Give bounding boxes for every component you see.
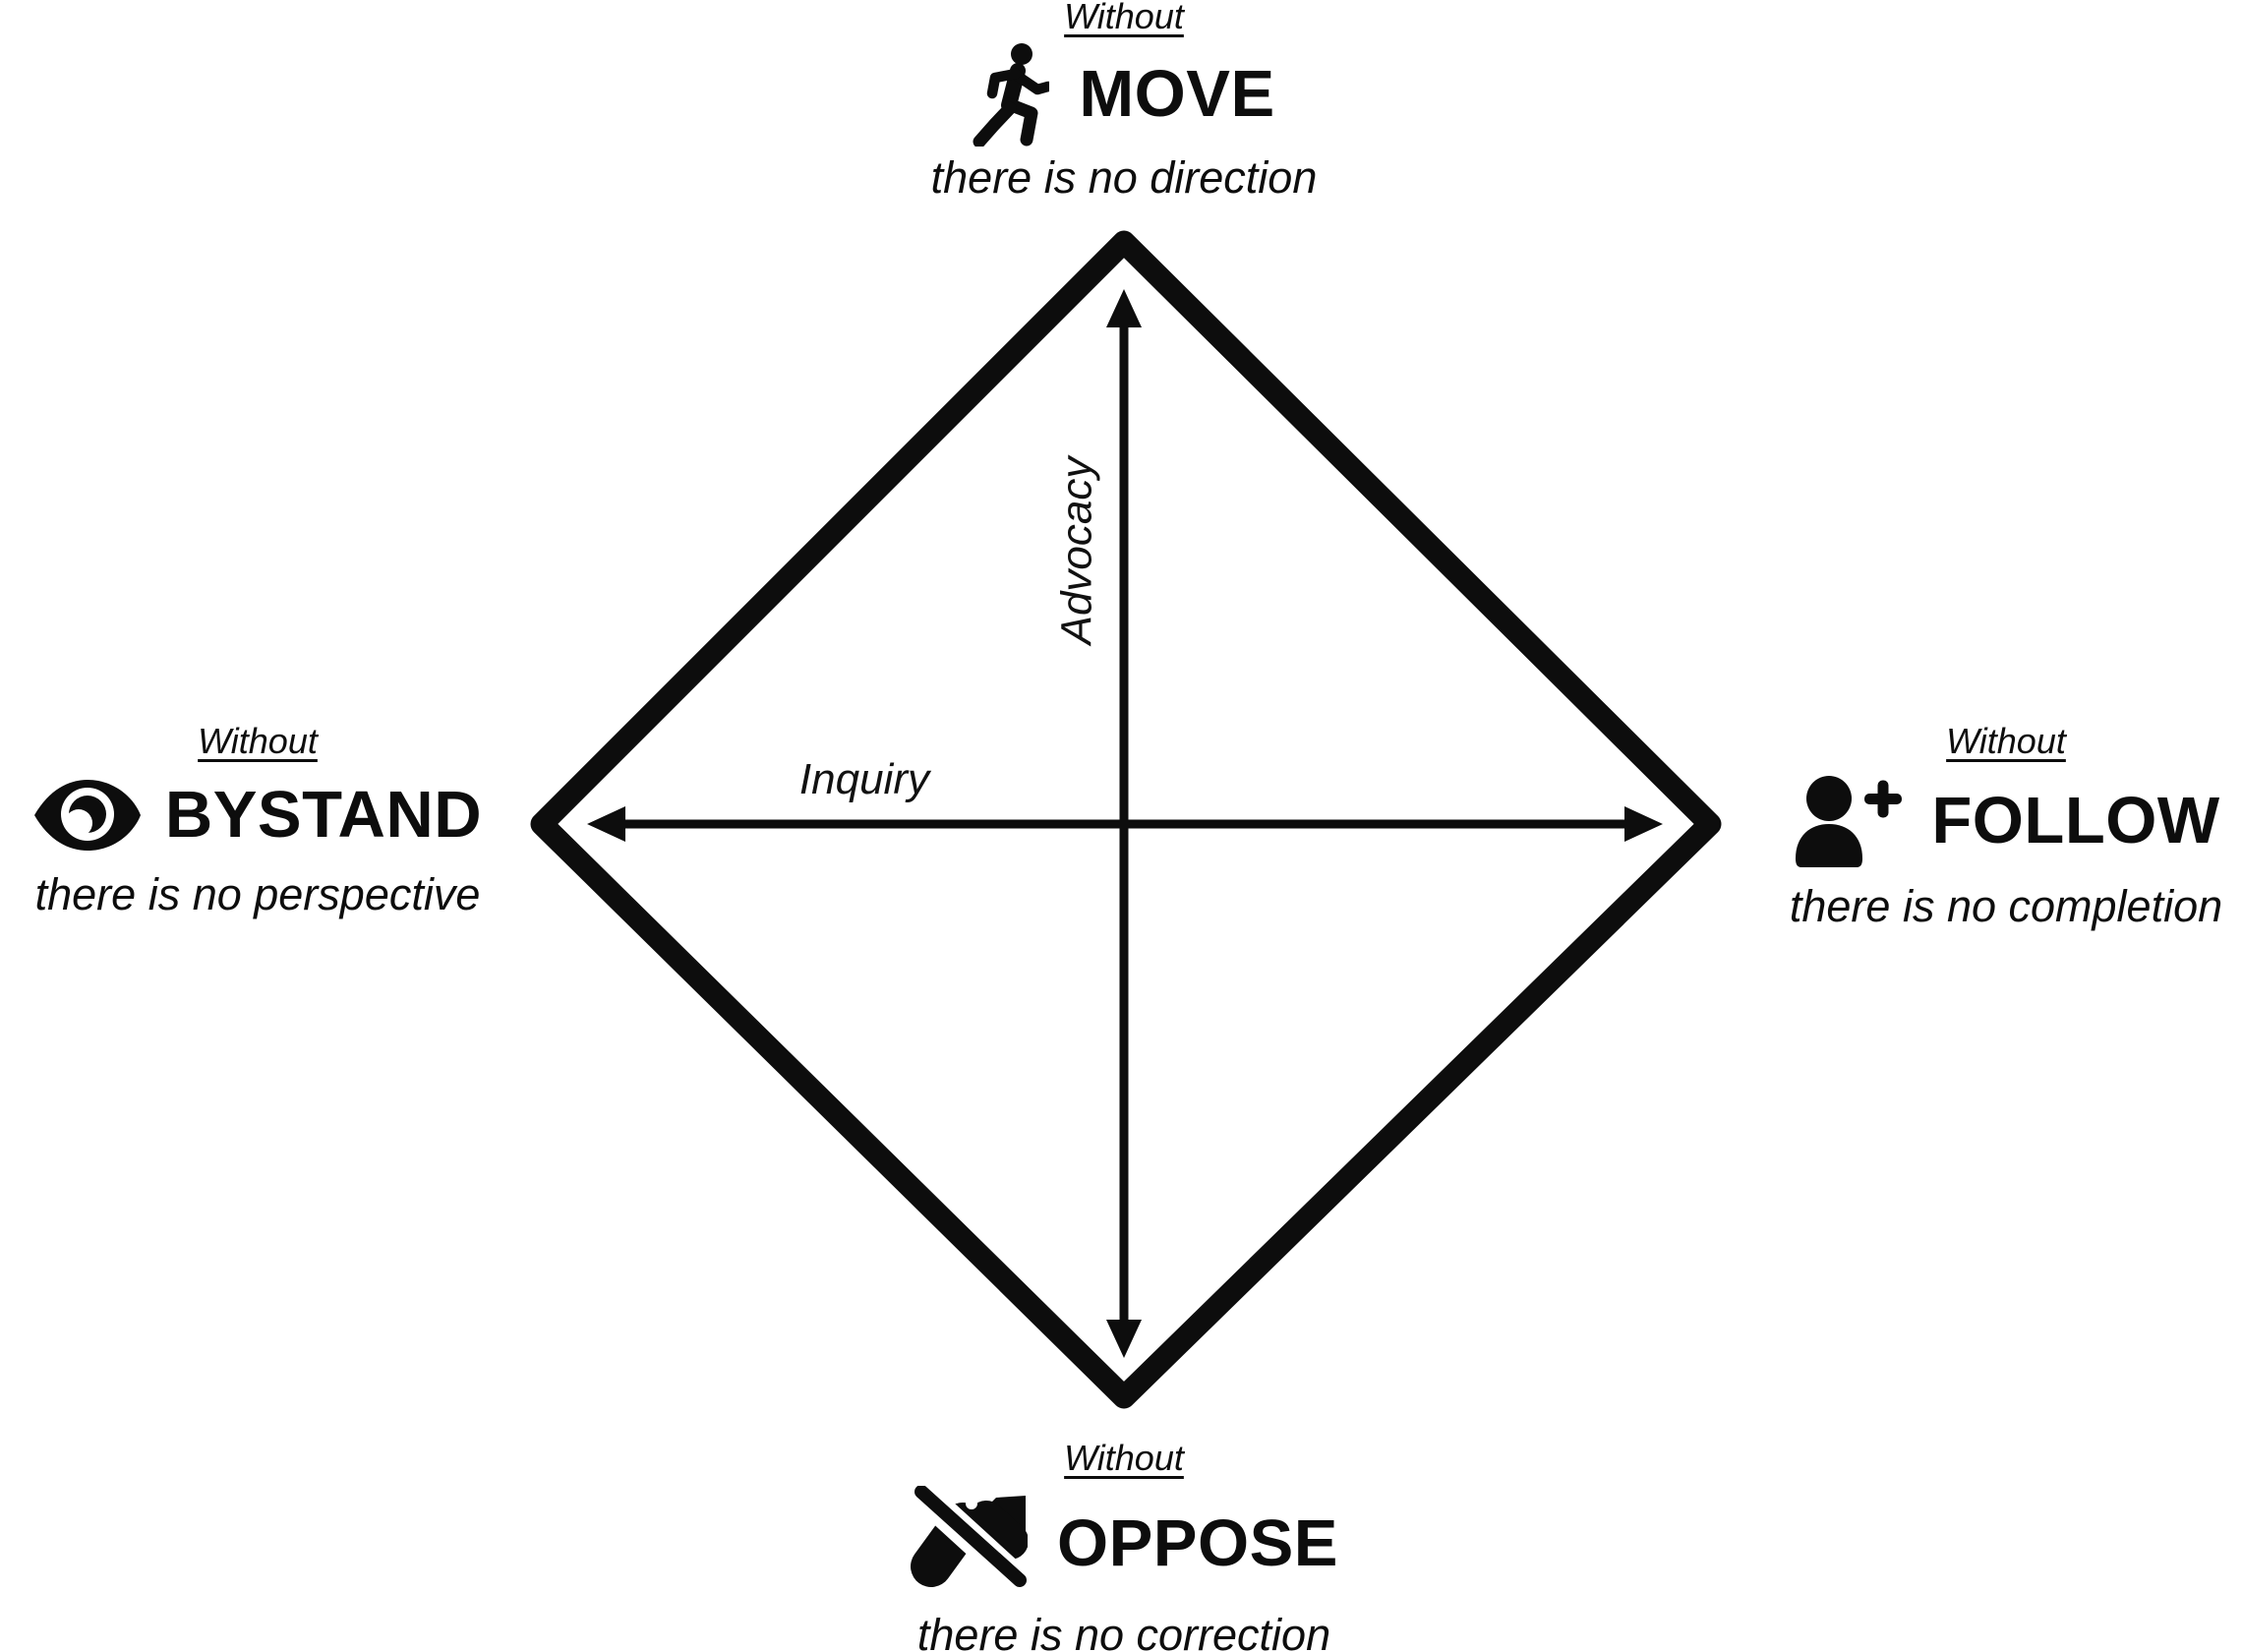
eye-icon [33,780,141,851]
advocacy-axis-label-box: Advocacy [1023,438,1131,664]
move-prefix: Without [1064,0,1184,36]
oppose-label: OPPOSE [1057,1506,1338,1580]
follow-label: FOLLOW [1931,784,2220,857]
advocacy-axis-label: Advocacy [1052,456,1101,645]
node-oppose: Without OPPOSE there is no correction [878,1438,1370,1652]
node-follow: Without FOLLOW there is no completion [1760,721,2242,932]
bystand-label: BYSTAND [164,778,483,852]
inquiry-axis-label: Inquiry [798,755,929,803]
follow-prefix: Without [1946,721,2066,761]
oppose-prefix: Without [1064,1438,1184,1478]
person-running-icon [973,43,1050,147]
node-move: Without MOVE there is no direction [878,0,1370,204]
move-label: MOVE [1079,57,1275,131]
follow-tagline: there is no completion [1789,881,2223,931]
person-plus-icon [1796,776,1903,867]
oppose-tagline: there is no correction [916,1610,1331,1652]
inquiry-axis-arrow [587,806,1663,842]
node-bystand: Without BYSTAND there is no perspective [12,721,503,920]
handshake-slash-icon [910,1486,1028,1600]
move-tagline: there is no direction [930,152,1318,203]
bystand-tagline: there is no perspective [34,869,481,919]
diamond-outline [530,230,1722,1409]
bystand-prefix: Without [198,721,318,761]
